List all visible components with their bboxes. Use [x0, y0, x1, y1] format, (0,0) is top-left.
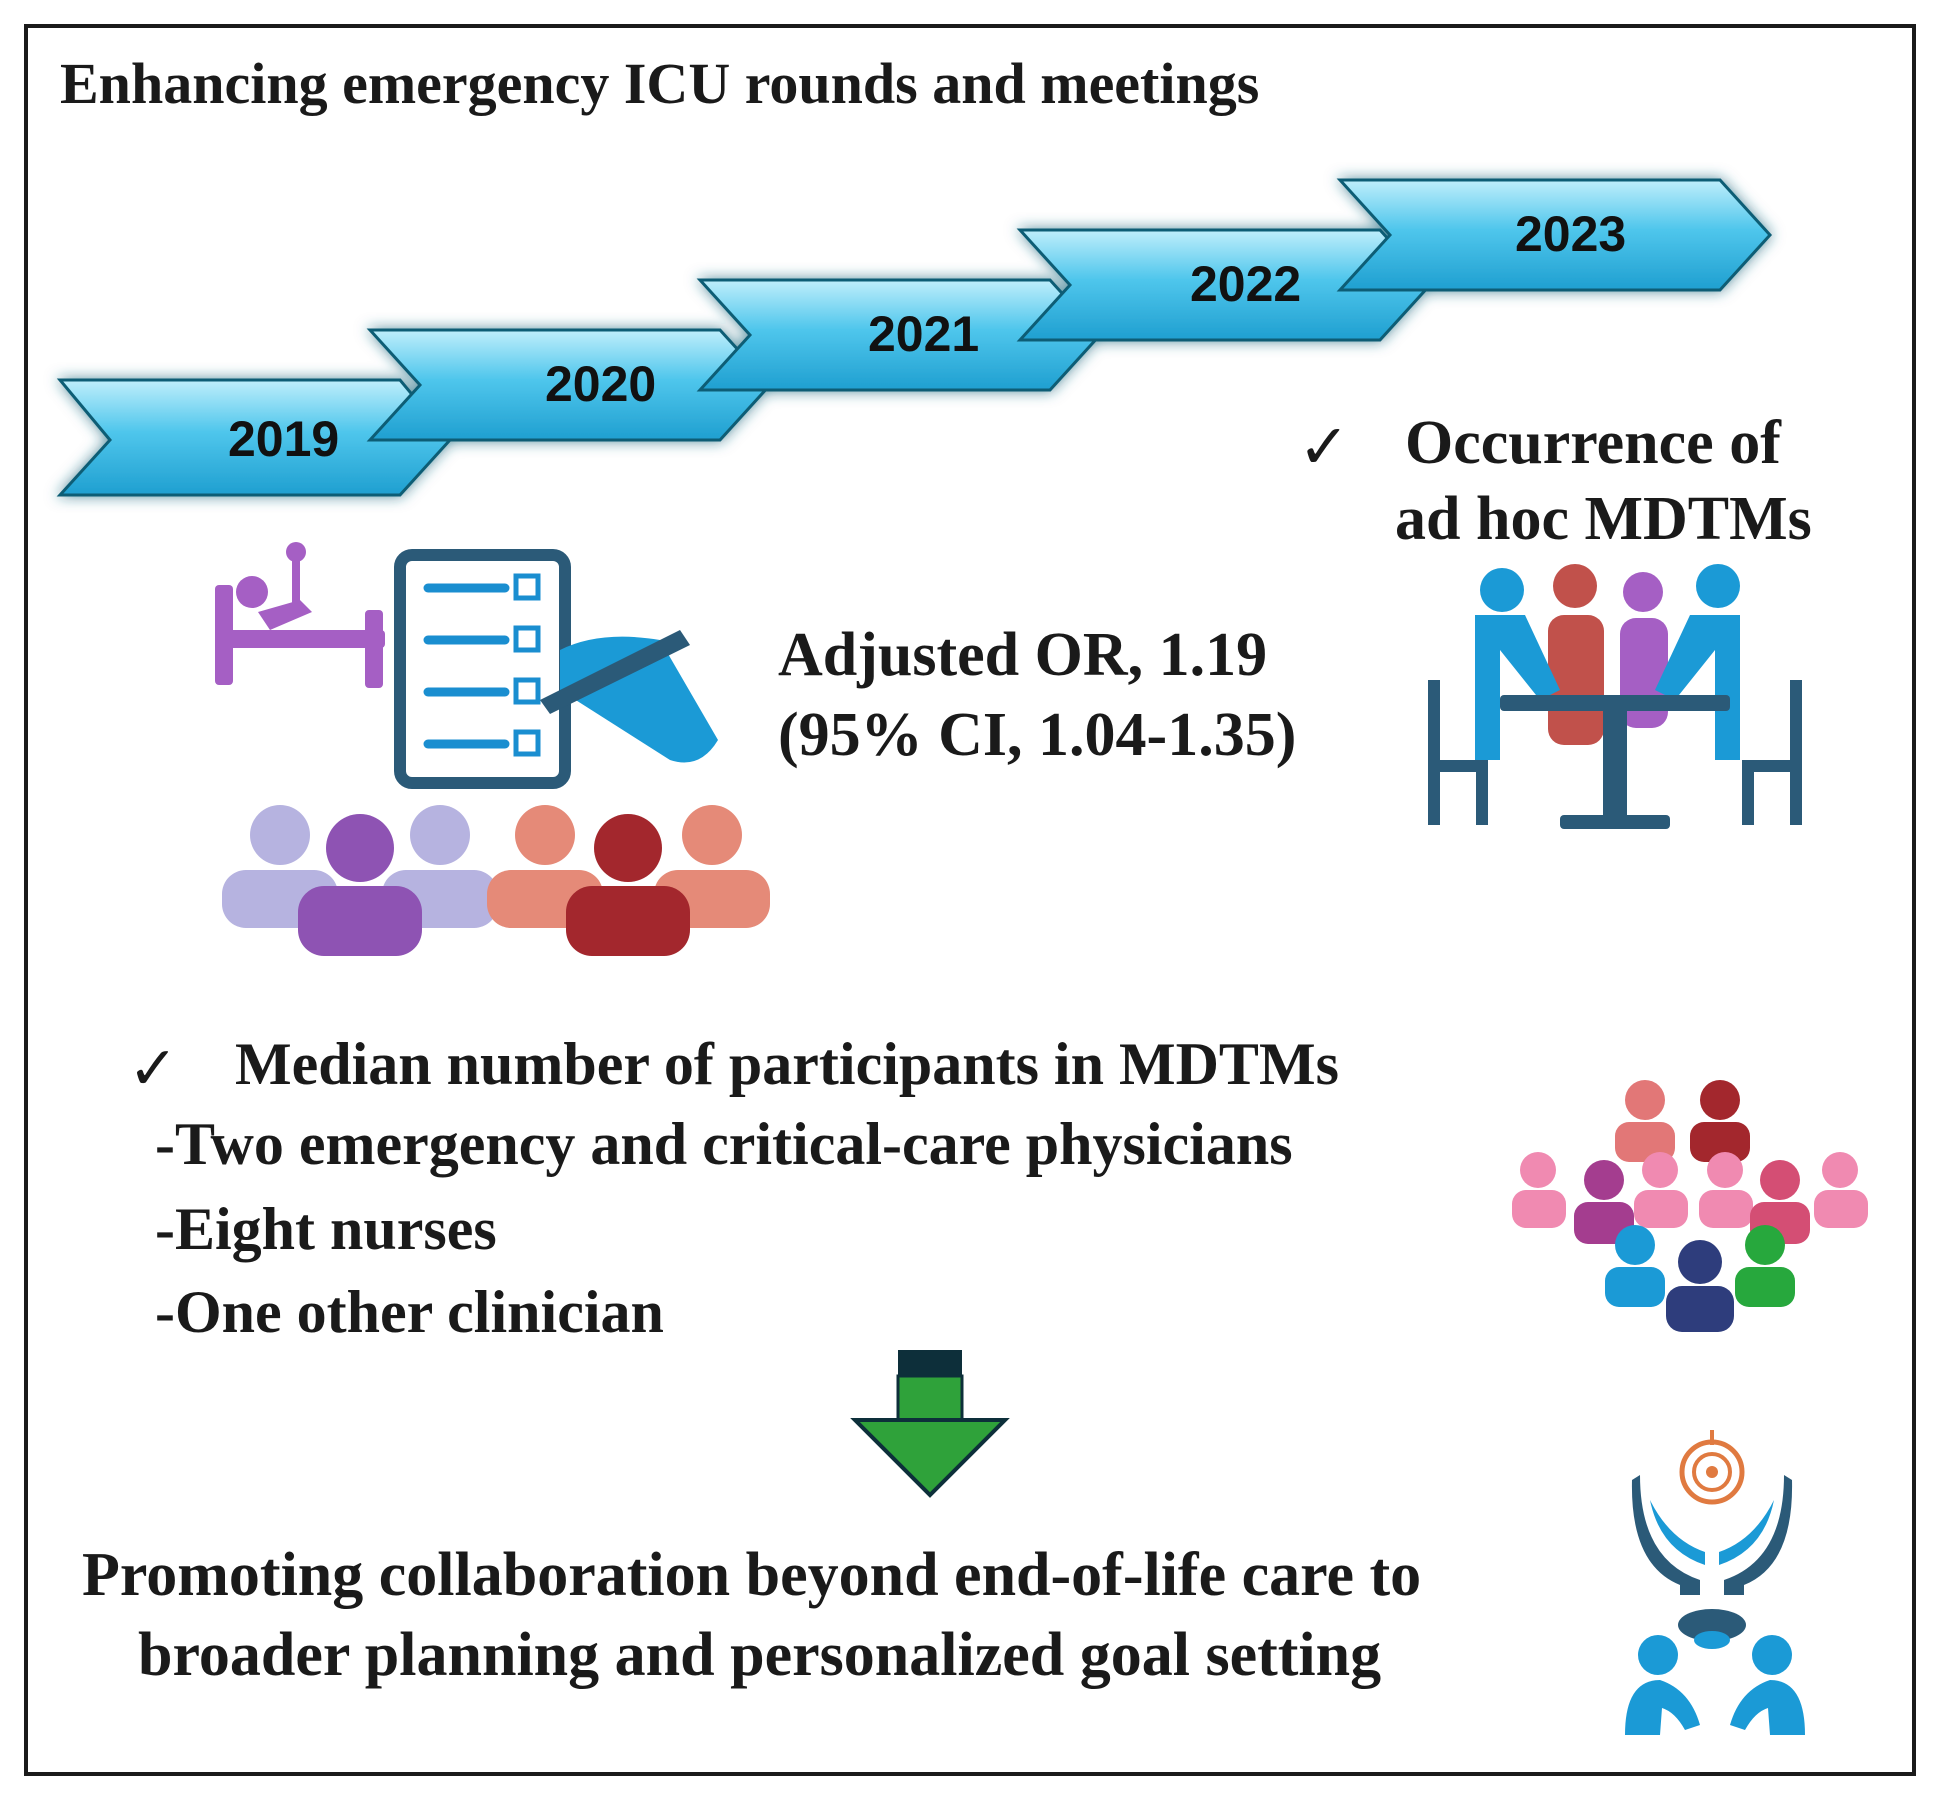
participants-check-icon: ✓: [128, 1034, 179, 1104]
year-label-2020: 2020: [545, 356, 657, 412]
participants-item-other: -One other clinician: [155, 1279, 664, 1345]
hospital-bed-icon: [215, 542, 385, 688]
adjusted-or-text: Adjusted OR, 1.19: [778, 621, 1268, 689]
participants-item-physicians: -Two emergency and critical-care physici…: [155, 1111, 1293, 1177]
target-hands-icon: [1631, 1430, 1793, 1595]
figure-frame: [24, 24, 1916, 1776]
year-label-2019: 2019: [228, 411, 340, 467]
timeline-arrow-2021: [696, 278, 1103, 392]
participants-heading: Median number of participants in MDTMs: [235, 1031, 1339, 1097]
timeline-arrow-2020: [366, 328, 773, 442]
year-label-2023: 2023: [1515, 206, 1627, 262]
figure-title: Enhancing emergency ICU rounds and meeti…: [60, 51, 1260, 116]
discussion-icon: [1625, 1609, 1805, 1735]
meeting-table-icon: [1428, 564, 1802, 829]
timeline-arrow-2023: [1336, 178, 1773, 292]
occurrence-check-icon: ✓: [1298, 410, 1350, 483]
crowd-icon: [1512, 1080, 1868, 1332]
year-label-2021: 2021: [868, 306, 980, 362]
participants-item-nurses: -Eight nurses: [155, 1196, 497, 1262]
occurrence-line-2: ad hoc MDTMs: [1395, 485, 1812, 553]
occurrence-line-1: Occurrence of: [1405, 409, 1781, 477]
timeline-arrow-2019: [56, 378, 452, 497]
timeline-arrow-2022: [1016, 228, 1433, 342]
down-arrow-icon: [850, 1350, 1010, 1498]
conclusion-line-2: broader planning and personalized goal s…: [138, 1621, 1382, 1689]
checklist-icon: [394, 549, 718, 789]
conclusion-line-1: Promoting collaboration beyond end-of-li…: [82, 1541, 1422, 1609]
year-label-2022: 2022: [1190, 256, 1302, 312]
confidence-interval-text: (95% CI, 1.04-1.35): [778, 701, 1297, 769]
people-group-icon: [222, 805, 770, 956]
